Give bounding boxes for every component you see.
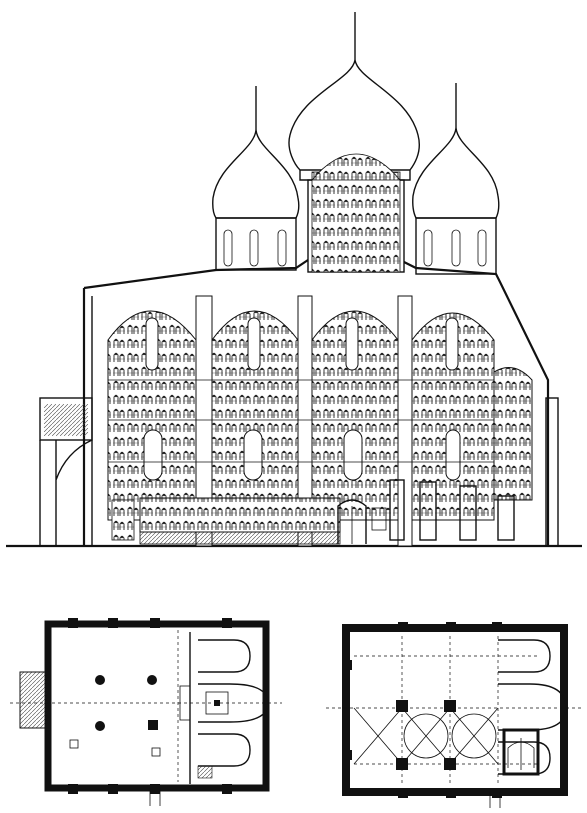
left-dome [212,86,300,271]
right-dome [412,83,500,275]
floor-plan-left [10,618,282,806]
iconostasis [111,479,515,545]
cathedral-section [6,12,582,548]
right-apse-wall [545,397,559,547]
left-porch [39,397,93,546]
floor-plan-right [326,622,582,808]
central-dome [288,12,420,273]
interior-vaults [107,295,533,547]
roof-line [83,259,550,546]
